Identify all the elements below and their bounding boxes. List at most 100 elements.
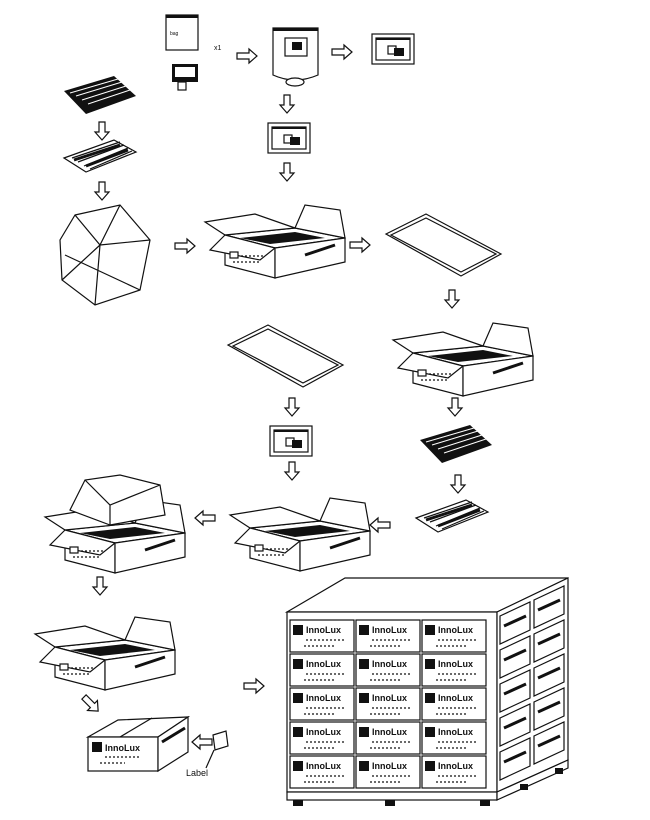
arrow-down-icon (94, 121, 110, 141)
brand-logo-mark (425, 761, 435, 771)
pallet-carton-face: InnoLux (355, 721, 421, 755)
closing-carton-icon (33, 615, 177, 692)
arrow-down-icon (284, 461, 300, 481)
pallet-carton-face: InnoLux (421, 653, 487, 687)
bare-panel-icon (172, 64, 198, 91)
label-leader-line (205, 749, 215, 769)
empty-bag-icon: bag (165, 14, 199, 51)
brand-logo-mark (425, 727, 435, 737)
arrow-right-icon (174, 238, 196, 254)
brand-logo-mark (293, 693, 303, 703)
brand-logo-mark (359, 761, 369, 771)
arrow-down-icon (92, 576, 108, 596)
separator-sheet-icon (385, 213, 502, 277)
sealed-panel-icon (269, 425, 313, 457)
sealed-panel-icon (371, 33, 415, 65)
pallet-carton-side (533, 721, 565, 765)
arrow-down-icon (94, 181, 110, 201)
arrow-down-icon (450, 474, 466, 494)
arrow-right-icon (236, 48, 258, 64)
brand-logo-mark (293, 659, 303, 669)
pallet-carton-face: InnoLux (355, 653, 421, 687)
panel-in-bag-icon (272, 27, 319, 87)
brand-logo-mark (359, 659, 369, 669)
pallet-carton-face: InnoLux (355, 619, 421, 653)
carton-brand-logo: InnoLux (438, 659, 473, 669)
arrow-down-icon (279, 94, 295, 114)
open-carton-icon (391, 321, 535, 398)
carton-brand-logo: InnoLux (105, 743, 140, 753)
carton-brand-logo: InnoLux (372, 727, 407, 737)
carton-brand-logo: InnoLux (306, 625, 341, 635)
carton-brand-logo: InnoLux (372, 761, 407, 771)
pallet-carton-side (499, 601, 531, 645)
closed-carton-icon: InnoLux (85, 715, 191, 773)
carton-brand-logo: InnoLux (372, 659, 407, 669)
pallet-carton-face: InnoLux (289, 755, 355, 789)
carton-brand-logo: InnoLux (306, 727, 341, 737)
carton-brand-logo: InnoLux (438, 625, 473, 635)
pallet-carton-face: InnoLux (421, 687, 487, 721)
pallet-carton-face: InnoLux (289, 721, 355, 755)
pallet-carton-side (499, 635, 531, 679)
brand-logo-mark (359, 727, 369, 737)
corrugated-pad-icon (414, 498, 490, 534)
pallet-carton-side (533, 585, 565, 629)
carton-brand-logo: InnoLux (372, 625, 407, 635)
brand-logo-mark (359, 625, 369, 635)
arrow-diagonal-icon (78, 691, 104, 717)
arrow-left-icon (194, 510, 216, 526)
carton-brand-logo: InnoLux (306, 761, 341, 771)
brand-logo-mark (293, 761, 303, 771)
brand-logo-mark (293, 625, 303, 635)
quantity-note: x1 (214, 45, 222, 52)
foam-tray-icon (419, 424, 493, 464)
arrow-down-icon (279, 162, 295, 182)
pallet-carton-side (499, 703, 531, 747)
pallet-carton-face: InnoLux (289, 653, 355, 687)
carton-brand-logo: InnoLux (306, 659, 341, 669)
arrow-left-icon (369, 517, 391, 533)
sealed-panel-icon (267, 122, 311, 154)
brand-logo-mark (425, 693, 435, 703)
pallet-carton-side (533, 687, 565, 731)
pallet-carton-face: InnoLux (421, 755, 487, 789)
pallet-carton-face: InnoLux (289, 619, 355, 653)
arrow-down-icon (444, 289, 460, 309)
corrugated-pad-icon (62, 138, 138, 174)
carton-brand-logo: InnoLux (438, 761, 473, 771)
arrow-right-icon (243, 678, 265, 694)
carton-brand-logo: InnoLux (438, 727, 473, 737)
brand-logo-mark (425, 625, 435, 635)
pallet-carton-side (499, 737, 531, 781)
pallet-carton-face: InnoLux (355, 755, 421, 789)
separator-sheet-icon (227, 324, 344, 388)
pallet-carton-face: InnoLux (421, 619, 487, 653)
pallet-carton-side (499, 669, 531, 713)
arrow-left-icon (191, 734, 213, 750)
arrow-right-icon (349, 237, 371, 253)
pallet-carton-face: InnoLux (355, 687, 421, 721)
brand-logo-mark (425, 659, 435, 669)
label-callout: Label (186, 768, 208, 778)
brand-logo-mark (359, 693, 369, 703)
carton-brand-logo: InnoLux (306, 693, 341, 703)
pallet-carton-side (533, 619, 565, 663)
open-carton-icon (228, 496, 372, 573)
carton-with-bag-icon (43, 474, 187, 575)
carton-brand-logo: InnoLux (438, 693, 473, 703)
pallet-carton-face: InnoLux (289, 687, 355, 721)
arrow-down-icon (284, 397, 300, 417)
arrow-right-icon (331, 44, 353, 60)
open-carton-icon (203, 203, 347, 280)
carton-brand-logo: InnoLux (372, 693, 407, 703)
foam-tray-icon (63, 75, 137, 115)
carton-liner-bag-icon (59, 204, 151, 306)
arrow-down-icon (447, 397, 463, 417)
brand-logo-mark (293, 727, 303, 737)
pallet-carton-face: InnoLux (421, 721, 487, 755)
label-sheet-icon (212, 730, 229, 751)
svg-text:bag: bag (170, 31, 179, 37)
